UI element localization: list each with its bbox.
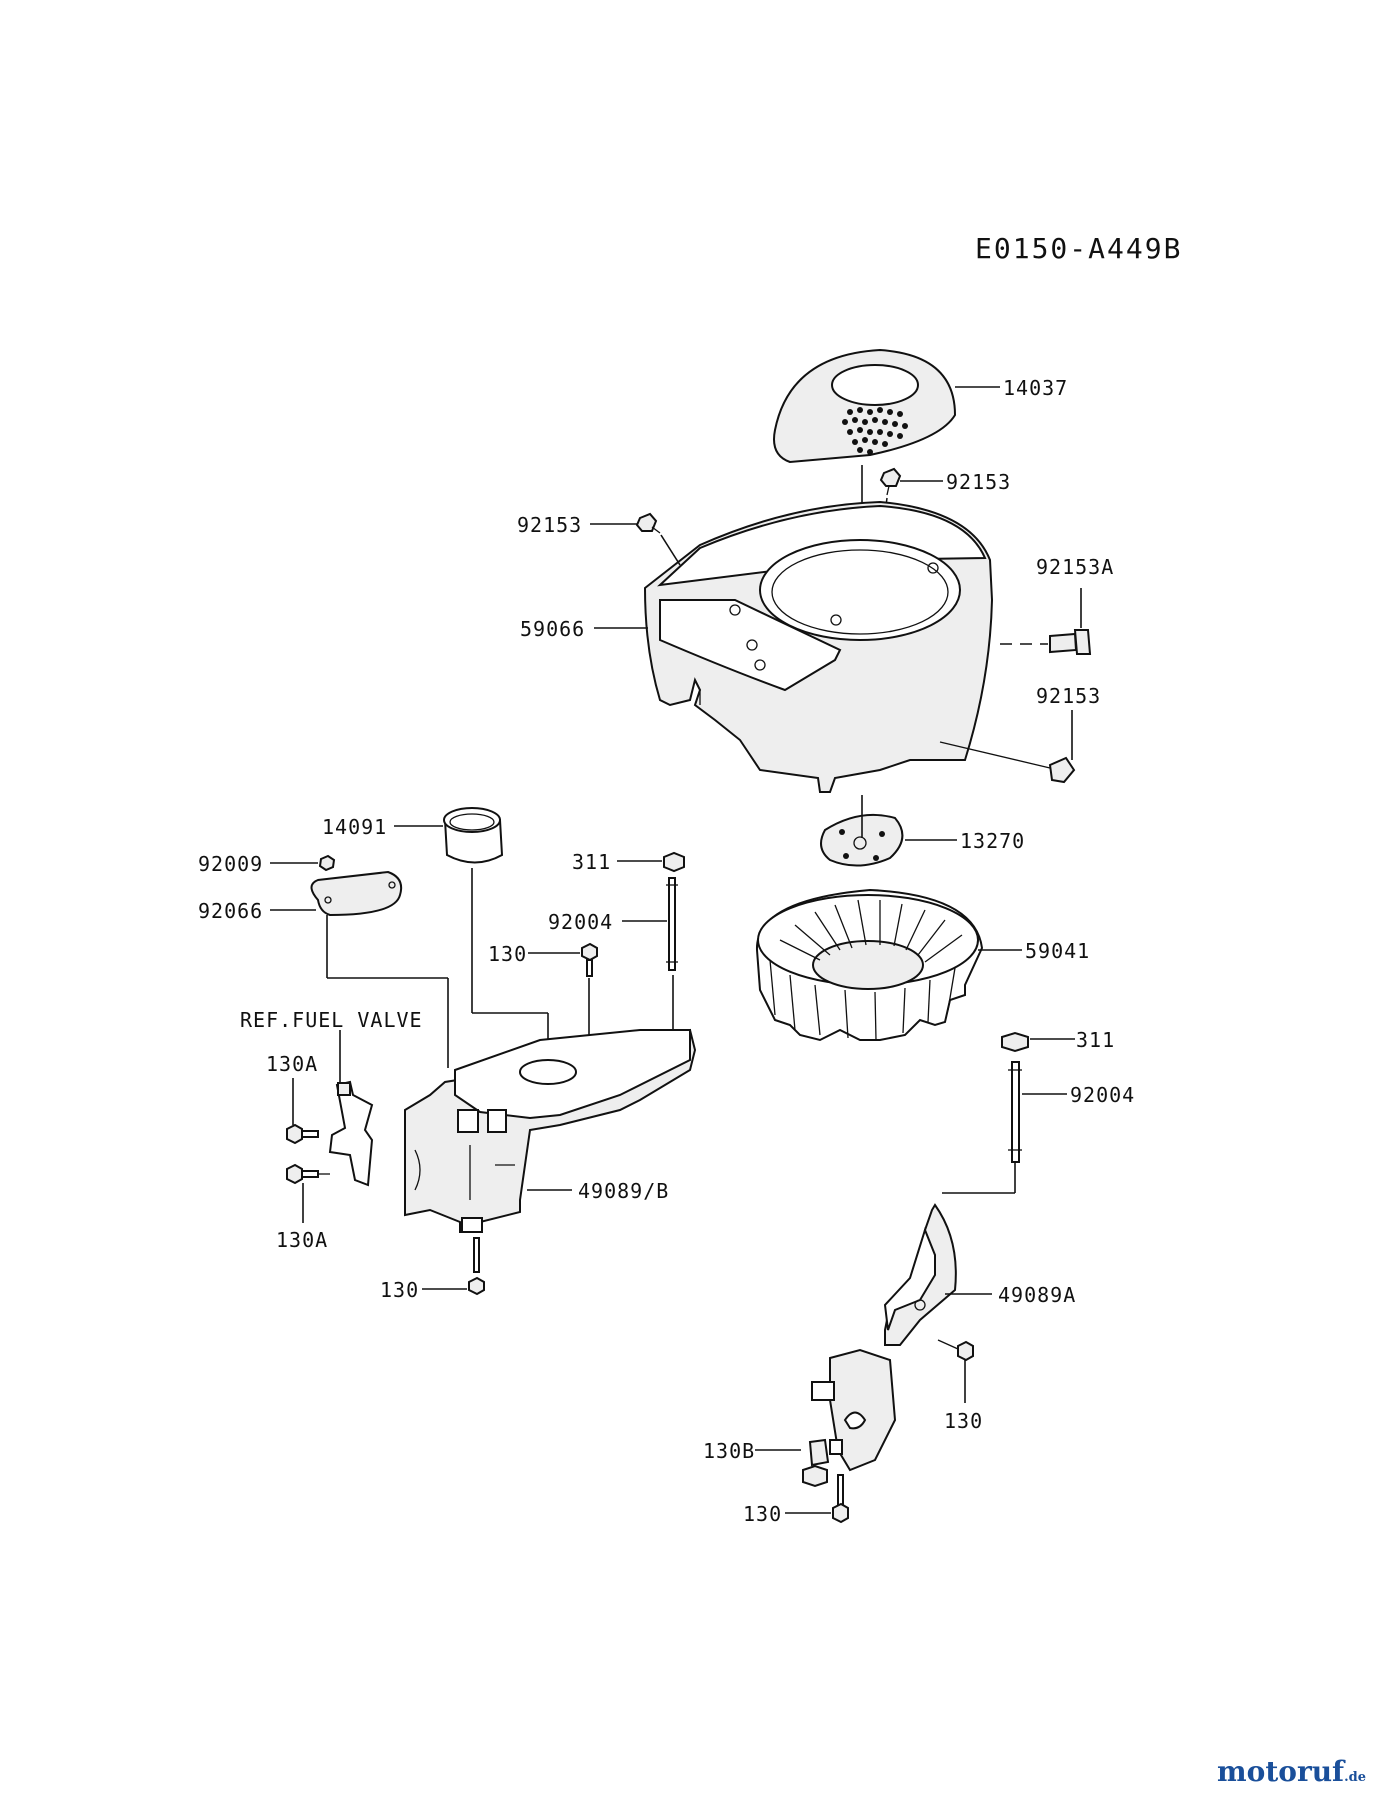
label-92153A: 92153A [1036, 555, 1114, 579]
label-130-mid: 130 [488, 942, 527, 966]
label-14037: 14037 [1003, 376, 1068, 400]
watermark-logo: motoruf.de [1217, 1755, 1366, 1788]
label-311-top: 311 [572, 850, 611, 874]
plate-92066 [310, 870, 403, 917]
bolt-92153-left [635, 512, 661, 534]
watermark-suffix: .de [1344, 1770, 1366, 1785]
bolt-130B [802, 1438, 830, 1488]
fan-housing-59066 [643, 500, 994, 793]
bolt-130A-top [286, 1123, 319, 1145]
ring-14091 [443, 807, 504, 864]
label-92153-left: 92153 [517, 513, 582, 537]
diagram-code: E0150-A449B [975, 232, 1182, 265]
label-92066: 92066 [198, 899, 263, 923]
screw-92009 [318, 854, 336, 872]
bolt-92153-top [879, 467, 902, 496]
label-311-right: 311 [1076, 1028, 1115, 1052]
bolt-130-mid [581, 942, 598, 977]
label-49089B: 49089/B [578, 1179, 669, 1203]
plate-13270 [820, 813, 904, 867]
label-130-right: 130 [944, 1409, 983, 1433]
nut-311-top [663, 851, 685, 873]
label-92009: 92009 [198, 852, 263, 876]
nut-311-right [1001, 1031, 1029, 1053]
fuel-valve-bracket [328, 1080, 374, 1187]
watermark-main: motoruf [1217, 1755, 1345, 1788]
stud-92004-left [666, 877, 678, 971]
label-92004-left: 92004 [548, 910, 613, 934]
bolt-130-bottom [832, 1474, 849, 1524]
label-59041: 59041 [1025, 939, 1090, 963]
bolt-92153A [1000, 629, 1092, 655]
label-130A-bottom: 130A [276, 1228, 328, 1252]
label-14091: 14091 [322, 815, 387, 839]
flywheel-fan-59041 [755, 888, 984, 1042]
shroud-49089A [811, 1203, 957, 1472]
label-130B: 130B [703, 1439, 755, 1463]
label-130-bottom: 130 [743, 1502, 782, 1526]
bolt-130A-bottom [286, 1163, 330, 1185]
label-92153-top: 92153 [946, 470, 1011, 494]
ref-fuel-valve-label: REF.FUEL VALVE [240, 1008, 423, 1032]
shroud-49089B [404, 1028, 697, 1233]
bolt-130-right [937, 1339, 974, 1362]
label-130-lower: 130 [380, 1278, 419, 1302]
label-92004-right: 92004 [1070, 1083, 1135, 1107]
screen-14037 [773, 348, 957, 464]
label-92153-right: 92153 [1036, 684, 1101, 708]
label-130A-top: 130A [266, 1052, 318, 1076]
bolt-92153-right [939, 741, 1076, 784]
label-59066: 59066 [520, 617, 585, 641]
label-13270: 13270 [960, 829, 1025, 853]
stud-92004-right [1008, 1061, 1022, 1163]
label-49089A: 49089A [998, 1283, 1076, 1307]
bolt-130-lower [468, 1237, 485, 1296]
